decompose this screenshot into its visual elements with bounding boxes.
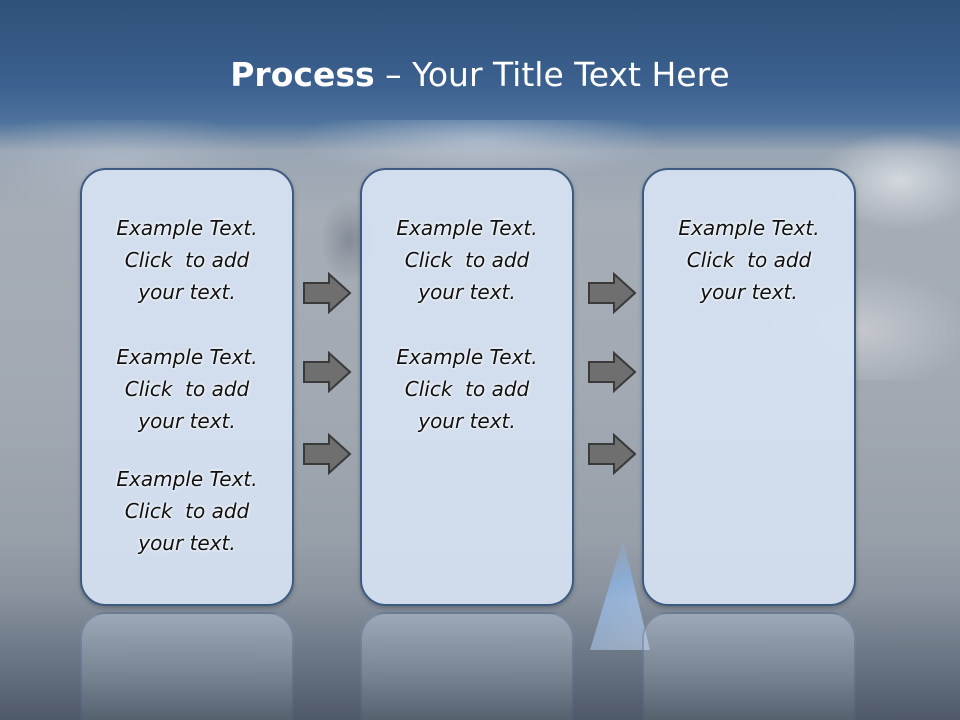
text-line: your text.	[418, 409, 516, 433]
text-line: your text.	[418, 280, 516, 304]
text-line: Click to add	[124, 377, 250, 401]
text-line: your text.	[138, 531, 236, 555]
title-text: – Your Title Text Here	[374, 55, 730, 94]
panel-reflection	[642, 612, 856, 720]
step-1-text-3[interactable]: Example Text. Click to add your text.	[82, 463, 292, 559]
right-arrow-icon	[303, 272, 352, 314]
text-line: your text.	[138, 280, 236, 304]
process-step-3-panel[interactable]: Example Text. Click to add your text.	[642, 168, 856, 606]
right-arrow-icon	[588, 272, 637, 314]
text-line: Click to add	[124, 499, 250, 523]
step-1-text-1[interactable]: Example Text. Click to add your text.	[82, 212, 292, 308]
text-line: Example Text.	[396, 216, 538, 240]
text-line: Example Text.	[116, 345, 258, 369]
slide-title[interactable]: Process – Your Title Text Here	[0, 40, 960, 110]
text-line: Click to add	[404, 248, 530, 272]
text-line: Example Text.	[678, 216, 820, 240]
right-arrow-icon	[588, 433, 637, 475]
text-line: Click to add	[404, 377, 530, 401]
step-3-text-1[interactable]: Example Text. Click to add your text.	[644, 212, 854, 308]
step-2-text-2[interactable]: Example Text. Click to add your text.	[362, 341, 572, 437]
process-step-1-panel[interactable]: Example Text. Click to add your text. Ex…	[80, 168, 294, 606]
right-arrow-icon	[303, 351, 352, 393]
panel-reflection	[360, 612, 574, 720]
text-line: Click to add	[686, 248, 812, 272]
text-line: Click to add	[124, 248, 250, 272]
text-line: Example Text.	[396, 345, 538, 369]
text-line: Example Text.	[116, 467, 258, 491]
right-arrow-icon	[588, 351, 637, 393]
background-sea	[0, 600, 960, 720]
process-step-2-panel[interactable]: Example Text. Click to add your text. Ex…	[360, 168, 574, 606]
text-line: your text.	[138, 409, 236, 433]
right-arrow-icon	[303, 433, 352, 475]
title-process: Process	[230, 55, 375, 94]
step-2-text-1[interactable]: Example Text. Click to add your text.	[362, 212, 572, 308]
step-1-text-2[interactable]: Example Text. Click to add your text.	[82, 341, 292, 437]
panel-reflection	[80, 612, 294, 720]
text-line: your text.	[700, 280, 798, 304]
text-line: Example Text.	[116, 216, 258, 240]
